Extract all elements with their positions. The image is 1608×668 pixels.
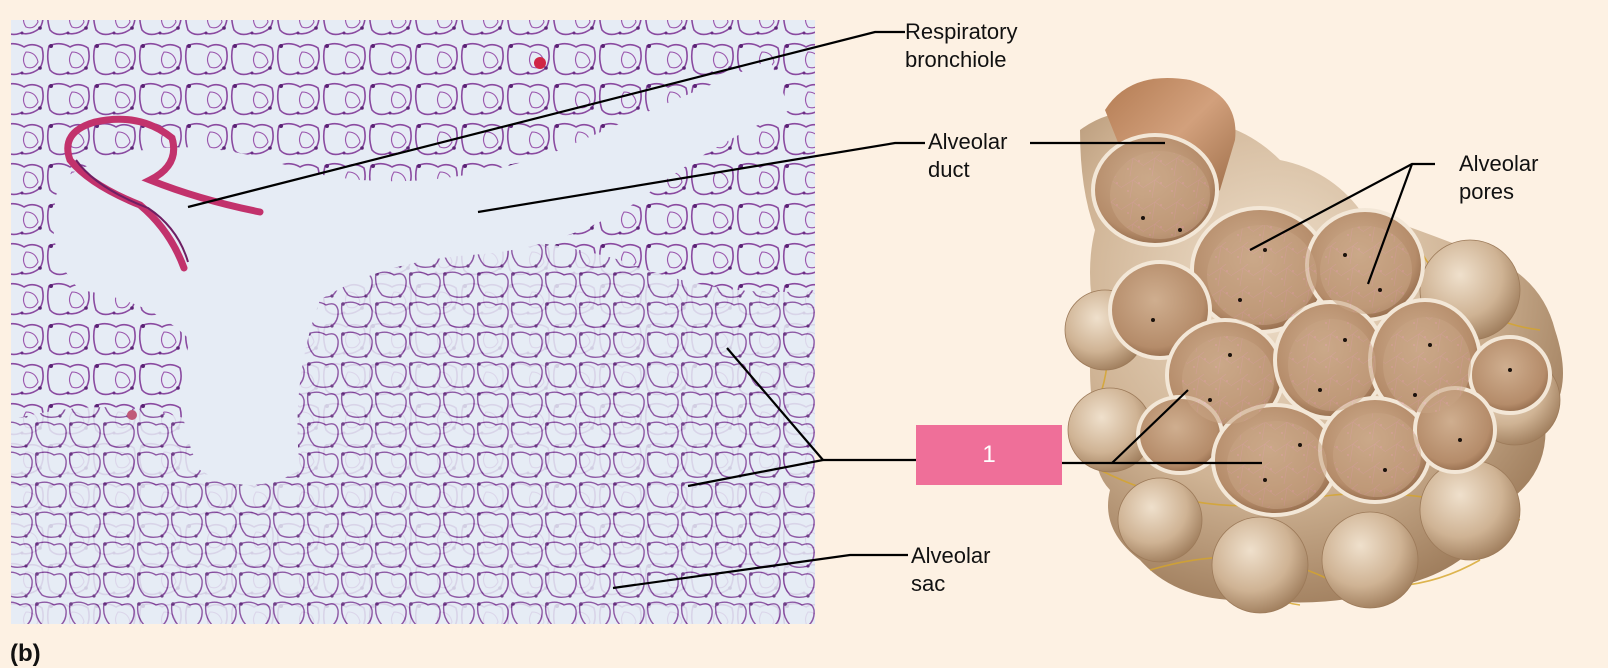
panel-letter: (b) xyxy=(10,640,41,667)
leader-micro-b xyxy=(687,458,824,488)
label-respiratory-bronchiole: Respiratory bronchiole xyxy=(905,19,1018,72)
lung-micrograph xyxy=(11,20,815,624)
alveolar-sac-illustration xyxy=(1064,78,1563,614)
leader-alveolar-sac xyxy=(612,553,908,590)
diagram-canvas xyxy=(11,20,1563,624)
leader-respiratory-bronchiole xyxy=(187,30,905,209)
leader-alveolar-pores-b xyxy=(1366,163,1414,285)
leader-micro-a xyxy=(726,347,824,461)
leader-alveolar-duct xyxy=(477,141,925,214)
leader-illus-a xyxy=(1111,389,1189,464)
answer-box-1[interactable]: 1 xyxy=(916,425,1062,485)
leader-lines xyxy=(187,30,1435,590)
label-alveolar-pores: Alveolar pores xyxy=(1459,151,1539,204)
label-alveolar-duct: Alveolar duct xyxy=(928,129,1008,182)
label-alveolar-sac: Alveolar sac xyxy=(911,543,991,596)
